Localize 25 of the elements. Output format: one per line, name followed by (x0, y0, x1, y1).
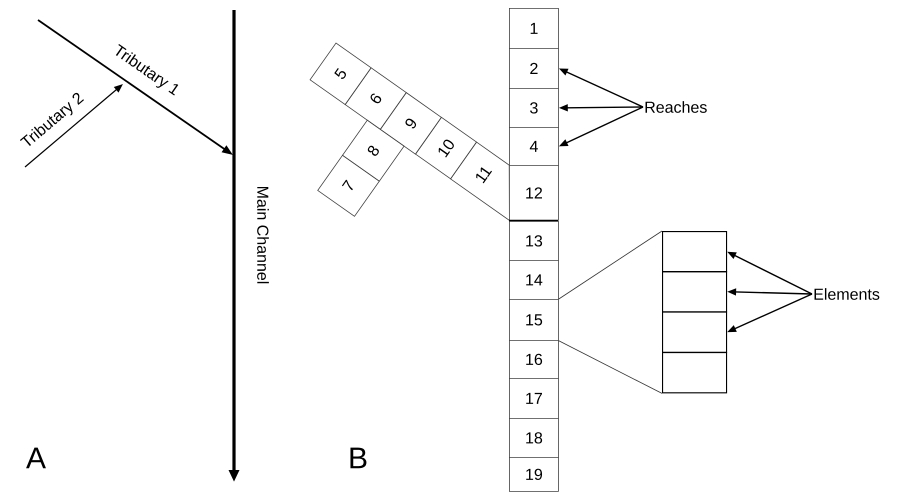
reach-cell: 7 (317, 154, 380, 217)
element-box (662, 312, 728, 353)
reach-cell: 17 (509, 378, 559, 419)
reach-cell: 19 (509, 457, 559, 492)
reach-cell: 2 (509, 48, 559, 89)
reach-cell: 12 (509, 165, 559, 221)
element-box (662, 352, 728, 394)
zoom-line (558, 340, 662, 394)
reach-cell: 15 (509, 299, 559, 341)
element-box (662, 231, 728, 272)
reach-cell: 3 (509, 88, 559, 128)
element-box (662, 271, 728, 312)
reach-cell: 14 (509, 260, 559, 300)
zoom-line (558, 230, 662, 300)
reach-cell: 4 (509, 127, 559, 166)
river-label: Main Channel (257, 186, 269, 284)
reach-cell: 6 (344, 67, 407, 130)
panel-letter: A (26, 448, 46, 468)
reach-cell: 18 (509, 418, 559, 458)
reach-cell: 13 (509, 221, 559, 261)
reach-cell: 1 (509, 8, 559, 49)
callout-text: Reaches (646, 101, 707, 113)
reach-cell: 16 (509, 340, 559, 379)
panel-letter: B (350, 448, 366, 468)
callout-text: Elements (814, 288, 880, 300)
